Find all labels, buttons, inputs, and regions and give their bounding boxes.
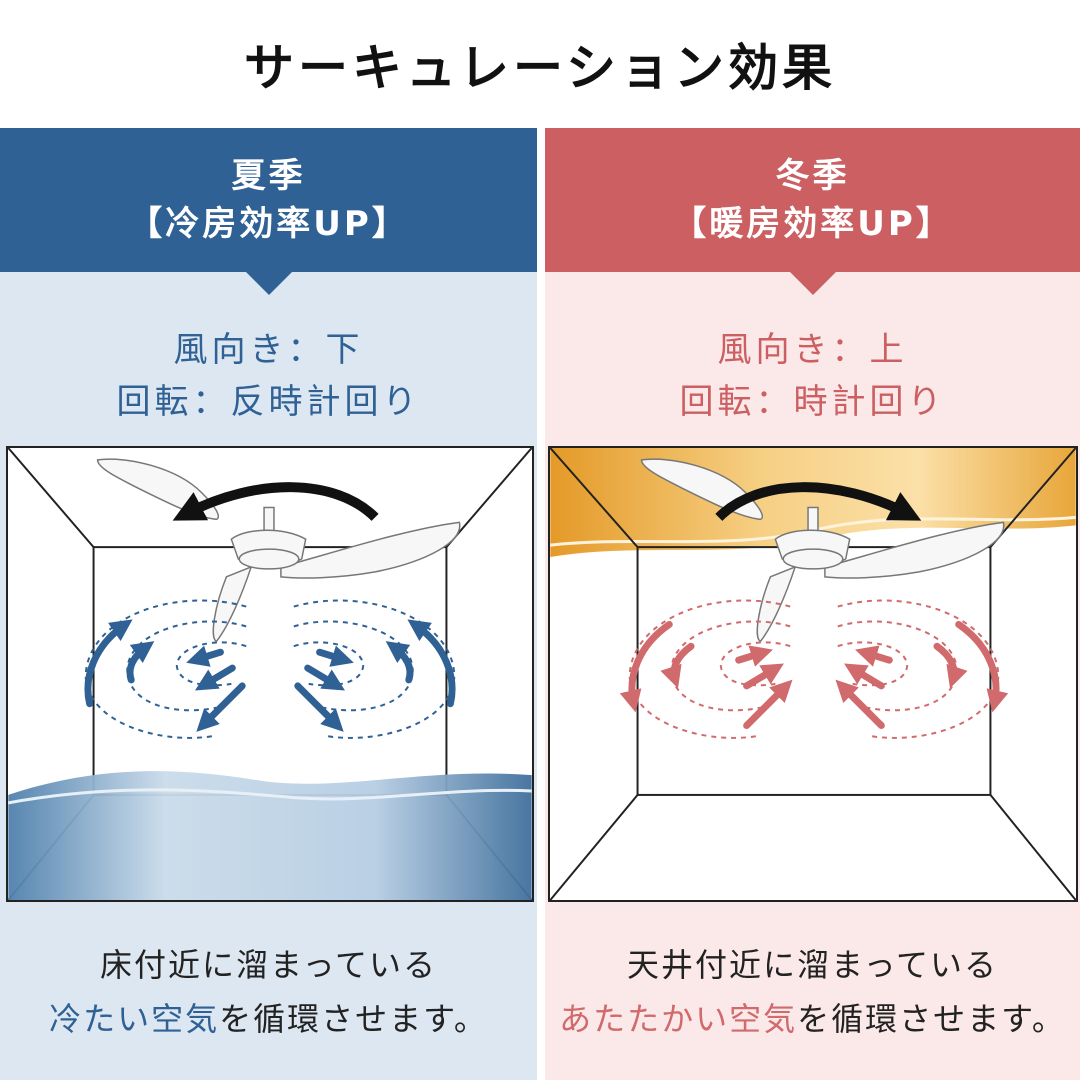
page-title: サーキュレーション効果 xyxy=(244,39,836,97)
winter-effect-label: 【暖房効率UP】 xyxy=(672,204,953,244)
winter-panel: 冬季 【暖房効率UP】 風向き：上 回転：時計回り xyxy=(545,128,1080,1080)
winter-caption-line2: あたたかい空気を循環させます。 xyxy=(559,992,1066,1046)
winter-room-illustration xyxy=(548,446,1078,902)
summer-airflow-arrows xyxy=(84,619,456,732)
winter-header-pointer xyxy=(788,271,837,295)
summer-room-illustration xyxy=(6,446,534,902)
summer-effect-label: 【冷房効率UP】 xyxy=(128,204,409,244)
winter-caption-line1: 天井付近に溜まっている xyxy=(626,946,999,984)
summer-season-label: 夏季 xyxy=(231,156,306,196)
winter-season-label: 冬季 xyxy=(775,156,850,196)
summer-caption-line1: 床付近に溜まっている xyxy=(99,946,438,984)
winter-caption-rest: を循環させます。 xyxy=(797,1000,1066,1038)
winter-airflow-loops xyxy=(628,599,1000,739)
summer-rotation: 回転：反時計回り xyxy=(116,382,421,422)
summer-panel: 夏季 【冷房効率UP】 風向き：下 回転：反時計回り xyxy=(0,128,537,1080)
summer-airflow-loops xyxy=(84,599,456,739)
winter-header: 冬季 【暖房効率UP】 xyxy=(545,128,1080,272)
winter-settings: 風向き：上 回転：時計回り xyxy=(545,324,1080,428)
winter-wind-direction: 風向き：上 xyxy=(717,330,908,370)
winter-rotation: 回転：時計回り xyxy=(679,382,946,422)
summer-settings: 風向き：下 回転：反時計回り xyxy=(0,324,537,428)
winter-room-svg xyxy=(550,448,1076,900)
summer-caption-line2: 冷たい空気を循環させます。 xyxy=(49,992,488,1046)
summer-header-pointer xyxy=(244,271,293,295)
winter-caption: 天井付近に溜まっている あたたかい空気を循環させます。 xyxy=(545,938,1080,1046)
cold-air-floor xyxy=(8,771,532,900)
winter-caption-highlight: あたたかい空気 xyxy=(559,1000,798,1038)
winter-rotation-arrow xyxy=(715,482,922,521)
summer-caption: 床付近に溜まっている 冷たい空気を循環させます。 xyxy=(0,938,537,1046)
summer-caption-highlight: 冷たい空気 xyxy=(49,1000,220,1038)
summer-wind-direction: 風向き：下 xyxy=(173,330,364,370)
summer-rotation-arrow xyxy=(172,482,379,521)
winter-airflow-arrows xyxy=(619,620,1009,730)
summer-caption-rest: を循環させます。 xyxy=(219,1000,488,1038)
summer-room-svg xyxy=(8,448,532,900)
summer-header: 夏季 【冷房効率UP】 xyxy=(0,128,537,272)
